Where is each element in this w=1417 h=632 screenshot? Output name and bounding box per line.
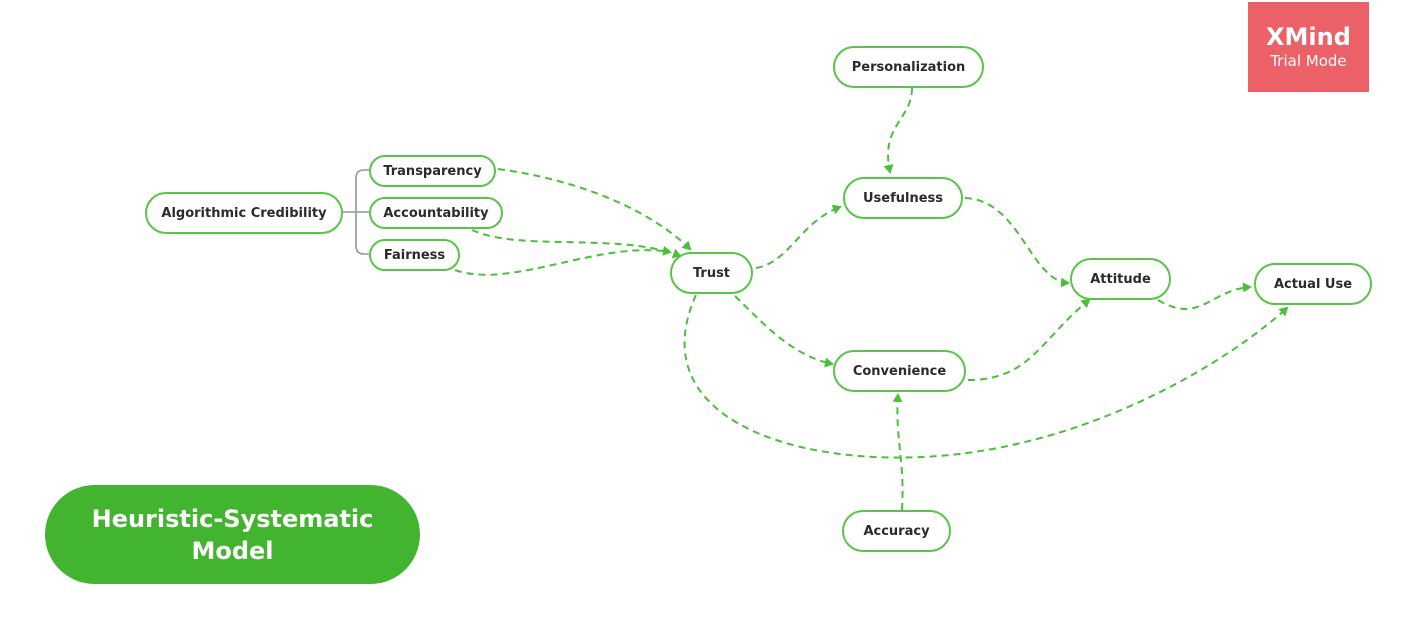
connector-credibility-transparency (355, 169, 369, 212)
arrow-attitude-actual-use (1157, 282, 1252, 310)
node-accountability[interactable]: Accountability (369, 197, 503, 229)
arrow-convenience-attitude (967, 298, 1091, 381)
arrow-accountability-trust (471, 229, 682, 259)
node-trust[interactable]: Trust (670, 252, 753, 294)
arrow-trust-actual-use (683, 294, 1289, 459)
node-accuracy[interactable]: Accuracy (842, 510, 951, 552)
model-title-line-1: Heuristic-Systematic (91, 504, 374, 533)
watermark-brand: XMind (1266, 23, 1351, 51)
node-algorithmic-credibility[interactable]: Algorithmic Credibility (145, 192, 343, 234)
node-actual-use[interactable]: Actual Use (1254, 263, 1372, 305)
arrow-trust-usefulness (755, 204, 842, 269)
model-title-line-2: Model (191, 536, 274, 565)
arrow-usefulness-attitude (964, 197, 1070, 288)
node-transparency[interactable]: Transparency (369, 155, 496, 187)
connector-credibility-fairness (355, 212, 369, 255)
arrow-personalization-usefulness (883, 87, 913, 174)
node-usefulness[interactable]: Usefulness (843, 177, 963, 219)
node-convenience[interactable]: Convenience (833, 350, 966, 392)
model-title-block[interactable]: Heuristic-Systematic Model (45, 485, 420, 584)
arrow-fairness-trust (454, 245, 672, 276)
node-attitude[interactable]: Attitude (1070, 258, 1171, 300)
arrow-trust-convenience (734, 295, 834, 368)
node-fairness[interactable]: Fairness (369, 239, 460, 271)
node-personalization[interactable]: Personalization (833, 46, 984, 88)
watermark-mode: Trial Mode (1270, 52, 1347, 70)
xmind-trial-watermark: XMind Trial Mode (1248, 2, 1369, 92)
arrow-accuracy-convenience (892, 393, 904, 511)
arrow-transparency-trust (497, 168, 692, 251)
